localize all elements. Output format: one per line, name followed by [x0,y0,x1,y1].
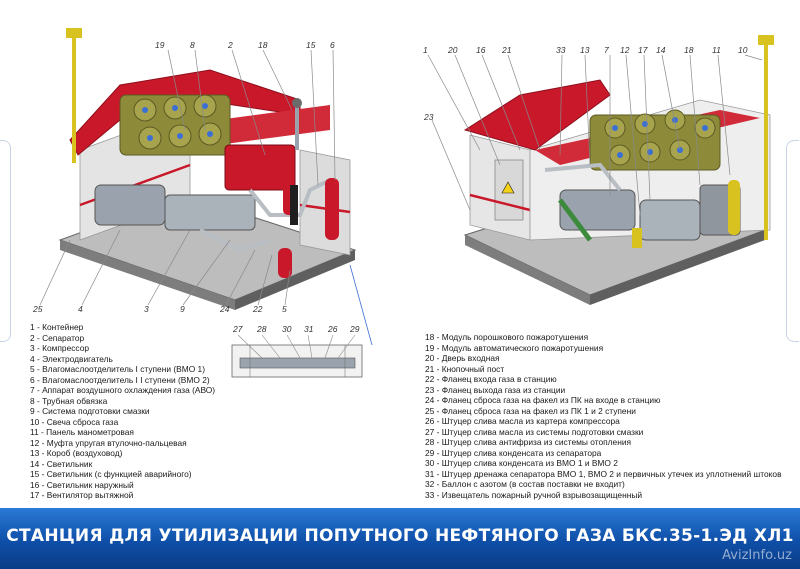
callout-label: 3 [144,304,149,314]
legend-item: 22 - Фланец входа газа в станцию [425,374,557,384]
callout-label: 11 [712,45,721,55]
legend-item: 33 - Извещатель пожарный ручной взрывоза… [425,489,643,500]
callout-label: 18 [684,45,694,55]
legend-item: 7 - Аппарат воздушного охлаждения газа (… [30,385,216,395]
callout-label: 31 [304,324,314,334]
callout-label: 4 [78,304,83,314]
callout-label: 5 [282,304,287,314]
legend-item: 12 - Муфта упругая втулочно-пальцевая [30,437,187,448]
right-cooler-fans [589,109,721,171]
legend-item: 14 - Светильник [30,458,93,469]
right-compressor [559,189,636,231]
legend-item: 25 - Фланец сброса газа на факел из ПК 1… [425,405,636,416]
legend-item: 8 - Трубная обвязка [30,395,108,406]
left-compressor [164,194,256,231]
left-skid-front [60,240,235,310]
legend-item: 30 - Штуцер слива конденсата из ВМО 1 и … [425,458,618,468]
page-title: СТАНЦИЯ ДЛЯ УТИЛИЗАЦИИ ПОПУТНОГО НЕФТЯНО… [6,526,794,546]
left-module [39,28,373,378]
callout-label: 23 [424,112,434,122]
callout-label: 6 [330,40,335,50]
callout-label: 30 [282,324,292,334]
legend-item: 19 - Модуль автоматического пожаротушени… [425,342,604,353]
callout-label: 21 [502,45,512,55]
left-cooler-fans [119,94,231,156]
callout-label: 24 [220,304,230,314]
left-gas-stack [72,38,76,163]
legend-item: 10 - Свеча сброса газа [30,416,119,427]
legend-item: 31 - Штуцер дренажа сепаратора ВМО 1, ВМ… [425,468,782,479]
legend-item: 32 - Баллон с азотом (в состав поставки … [425,479,625,489]
legend-item: 27 - Штуцер слива масла из системы подго… [425,426,644,437]
right-piping [544,162,622,192]
legend-item: 23 - Фланец выхода газа из станции [425,384,566,395]
callout-label: 33 [556,45,566,55]
left-piping [248,178,331,217]
right-gas-stack [764,45,768,240]
callout-label: 12 [620,45,630,55]
callout-label: 14 [656,45,666,55]
legend-item: 26 - Штуцер слива масла из картера компр… [425,416,620,426]
left-fire-module [325,178,339,240]
legend-item: 15 - Светильник (с функцией аварийного) [30,469,192,479]
callout-label: 2 [228,40,233,50]
left-air-cooler [224,144,296,191]
callout-label: 26 [328,324,338,334]
legend-item: 1 - Контейнер [30,322,84,332]
callout-label: 17 [638,45,648,55]
left-skid-side [235,250,355,310]
legend-item: 5 - Влагомаслоотделитель I ступени (ВМО … [30,364,205,374]
legend-item: 4 - Электродвигатель [30,353,113,364]
legend-item: 13 - Короб (воздуховод) [30,448,123,458]
legend-item: 29 - Штуцер слива конденсата из сепарато… [425,447,602,458]
legend-item: 20 - Дверь входная [425,353,500,363]
callout-label: 29 [350,324,360,334]
callout-label: 15 [306,40,316,50]
drain-inset [231,264,373,378]
legend-item: 11 - Панель манометровая [30,427,134,437]
watermark: AvizInfo.uz [722,548,792,563]
legend-item: 3 - Компрессор [30,343,90,353]
left-edge-bracket [0,140,11,342]
right-module [427,35,774,305]
right-roof [463,79,611,151]
legend-left: 1 - Контейнер 2 - Сепаратор 3 - Компресс… [30,322,215,501]
callout-label: 9 [180,304,185,314]
callout-label: 8 [190,40,195,50]
legend-item: 2 - Сепаратор [30,332,85,343]
legend-item: 17 - Вентилятор вытяжной [30,490,134,500]
legend-item: 9 - Система подготовки смазки [30,406,150,416]
callout-label: 19 [155,40,165,50]
legend-item: 21 - Кнопочный пост [425,363,505,374]
air-duct [558,198,592,242]
left-motor [94,184,166,226]
callout-label: 18 [258,40,268,50]
right-cabinet [728,180,740,235]
callout-label: 10 [738,45,748,55]
callout-label: 28 [257,324,267,334]
legend-item: 28 - Штуцер слива антифриза из системы о… [425,437,632,447]
callout-label: 7 [604,45,609,55]
callout-label: 22 [253,304,263,314]
right-edge-bracket [786,140,799,342]
legend-item: 18 - Модуль порошкового пожаротушения [425,332,589,342]
right-motor [639,199,701,241]
callout-label: 16 [476,45,486,55]
legend-item: 24 - Фланец сброса газа на факел из ПК н… [425,395,661,405]
legend-right: 18 - Модуль порошкового пожаротушения 19… [425,332,782,500]
callout-label: 27 [233,324,243,334]
callout-label: 25 [33,304,43,314]
title-banner [0,508,800,569]
callout-label: 20 [448,45,458,55]
callout-label: 13 [580,45,590,55]
legend-item: 6 - Влагомаслоотделитель I I ступени (ВМ… [30,374,210,385]
callout-label: 1 [423,45,428,55]
legend-item: 16 - Светильник наружный [30,479,134,490]
